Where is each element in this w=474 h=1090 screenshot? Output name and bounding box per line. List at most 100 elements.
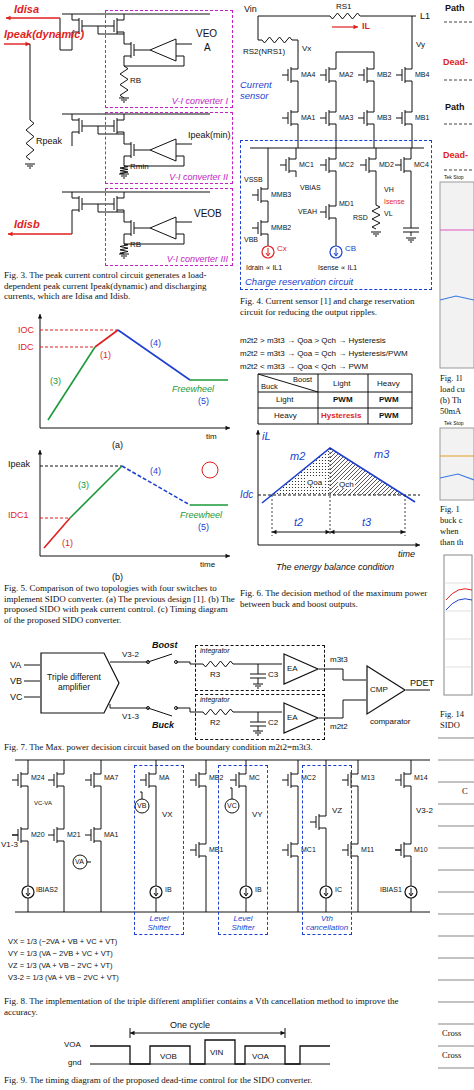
schematic-stroke xyxy=(395,768,411,792)
signal-circle xyxy=(135,799,149,813)
label-holder: MA2 xyxy=(339,71,353,79)
signal-label: Cross xyxy=(442,1051,461,1061)
label-holder: PWM xyxy=(379,395,399,404)
label-holder: (5) xyxy=(198,522,209,532)
schematic-stroke xyxy=(258,430,259,545)
schematic-stroke xyxy=(124,138,140,162)
schematic-stroke xyxy=(444,667,472,668)
signal-label: VOB xyxy=(160,1052,177,1061)
schematic-stroke xyxy=(244,888,248,896)
schematic-stroke xyxy=(176,44,192,45)
signal-label: m3t3 xyxy=(330,655,348,664)
signal-circle xyxy=(73,855,87,869)
label-holder: MC xyxy=(249,774,260,782)
current-source xyxy=(262,246,274,258)
signal-label: iL xyxy=(262,430,271,443)
label-holder: IB xyxy=(255,886,262,894)
signal-label: MB2 xyxy=(209,774,223,782)
efficiency-plot xyxy=(444,555,472,695)
signal-label: VOA xyxy=(64,1040,81,1049)
schematic-stroke xyxy=(440,455,474,456)
schematic-stroke xyxy=(358,792,359,838)
label-holder: VZ xyxy=(332,806,342,815)
schematic-stroke xyxy=(87,788,232,862)
signal-label: MA3 xyxy=(339,114,353,122)
schematic-stroke xyxy=(64,792,65,823)
label-holder: Vx xyxy=(302,44,311,53)
schematic-stroke xyxy=(358,106,374,130)
schematic-stroke xyxy=(72,114,88,138)
schematic-stroke xyxy=(440,229,474,230)
signal-wire xyxy=(319,669,366,680)
figure-caption: Fig. 4. Current sensor [1] and charge re… xyxy=(240,296,435,317)
label-holder: Qch xyxy=(338,480,355,489)
schematic-stroke xyxy=(120,166,128,174)
signal-label: MB2 xyxy=(377,71,391,79)
signal-label: MC xyxy=(249,774,260,782)
signal-label: Qoa xyxy=(306,478,323,487)
label-holder: VH xyxy=(384,186,394,194)
schematic-stroke xyxy=(438,826,474,827)
label-holder: (4) xyxy=(150,338,161,348)
signal-label: Buck xyxy=(152,720,174,730)
label-holder: VEAH xyxy=(298,208,317,216)
signal-label: Light xyxy=(276,395,293,404)
schematic-stroke xyxy=(40,466,122,467)
schematic-stroke xyxy=(376,177,377,205)
label-holder: The energy balance condition xyxy=(276,562,394,572)
label-holder: VX = 1/3 (−2VA + VB + VC + VT) xyxy=(8,938,117,947)
label-holder: (b) xyxy=(112,572,123,582)
label-holder: Ipeak xyxy=(8,459,30,469)
signal-label: Light xyxy=(333,379,350,388)
arrow-head xyxy=(6,16,11,20)
figure-caption: Fig. 8. The implementation of the triple… xyxy=(4,996,434,1017)
block-label: V-I converter II xyxy=(169,172,228,182)
label-holder: Hysteresis xyxy=(321,411,361,420)
label-holder: VEOB xyxy=(194,208,222,220)
signal-label: Boost xyxy=(152,640,178,650)
signal-label: RB xyxy=(130,76,141,85)
label-holder: M24 xyxy=(31,774,45,782)
label-holder: (3) xyxy=(78,480,89,490)
schematic-stroke xyxy=(280,153,296,177)
signal-label: Vin xyxy=(244,4,257,14)
signal-label: C2 xyxy=(268,718,278,727)
label-holder: Fig. 7. The Max. power decision circuit … xyxy=(4,742,434,753)
signal-label: PWM xyxy=(379,411,399,420)
schematic-stroke xyxy=(376,148,377,153)
signal-label: IBIAS1 xyxy=(380,886,402,894)
schematic-stroke xyxy=(15,760,430,912)
signal-label: SIDO xyxy=(440,721,460,731)
signal-label: Fig. 14 xyxy=(440,710,464,720)
label-holder: Fig. 8. The implementation of the triple… xyxy=(4,996,434,1017)
signal-label: Current sensor xyxy=(240,80,280,102)
label-holder: m2t2 < m3t3 → Qoa < Qch → PWM xyxy=(240,362,368,371)
signal-circle xyxy=(175,707,178,710)
schematic-stroke xyxy=(124,38,140,62)
label-holder: time xyxy=(398,549,415,559)
signal-label: R3 xyxy=(210,670,220,679)
signal-label: (5) xyxy=(198,522,209,532)
arrow-head xyxy=(325,530,330,534)
label-holder: Buck xyxy=(261,383,278,392)
label-holder: when xyxy=(440,527,458,537)
signal-label: IL xyxy=(362,21,370,31)
signal-label: VA xyxy=(10,660,21,670)
signal-label: than th xyxy=(440,538,463,548)
label-holder: MC2 xyxy=(339,161,354,169)
block-label: V-I converter I xyxy=(172,96,228,106)
signal-label: Dead- xyxy=(443,150,468,160)
label-holder: iL xyxy=(262,430,271,443)
schematic-stroke xyxy=(64,847,358,912)
label-holder: Heavy xyxy=(377,379,400,388)
label-holder: VB xyxy=(137,802,146,810)
schematic-stroke xyxy=(88,204,124,212)
shape-outline xyxy=(41,653,119,713)
label-holder: VOA xyxy=(252,1052,269,1061)
schematic-stroke xyxy=(40,428,230,429)
schematic-stroke xyxy=(72,138,73,146)
block-label: integrator xyxy=(200,696,230,704)
schematic-stroke xyxy=(119,98,129,102)
schematic-stroke xyxy=(156,760,157,768)
current-source xyxy=(22,886,34,898)
